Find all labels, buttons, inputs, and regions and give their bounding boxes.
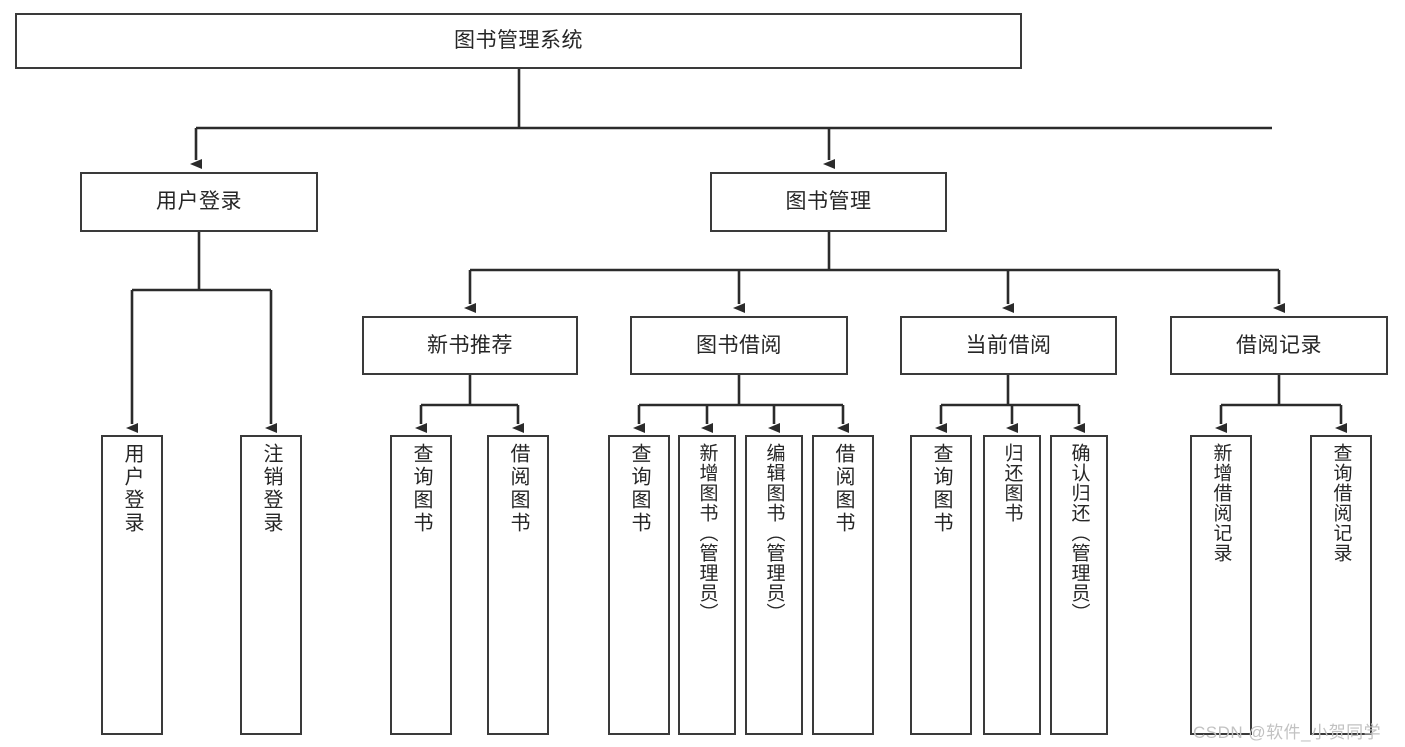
leaf-query-book-borrow[interactable]: 查询图书	[608, 435, 670, 735]
leaf-query-book-rec[interactable]: 查询图书	[390, 435, 452, 735]
leaf-add-borrow-record[interactable]: 新增借阅记录	[1190, 435, 1252, 735]
leaf-query-borrow-record[interactable]: 查询借阅记录	[1310, 435, 1372, 735]
node-book-management[interactable]: 图书管理	[710, 172, 947, 232]
leaf-borrow-book-label: 借阅图书	[832, 443, 854, 535]
node-user-login-label: 用户登录	[156, 190, 242, 214]
leaf-add-borrow-record-label: 新增借阅记录	[1210, 443, 1232, 563]
leaf-return-book-label: 归还图书	[1001, 443, 1023, 523]
leaf-return-book[interactable]: 归还图书	[983, 435, 1041, 735]
leaf-borrow-book[interactable]: 借阅图书	[812, 435, 874, 735]
node-book-borrow-label: 图书借阅	[696, 333, 782, 357]
leaf-logout[interactable]: 注销登录	[240, 435, 302, 735]
leaf-query-book-current[interactable]: 查询图书	[910, 435, 972, 735]
leaf-query-book-current-label: 查询图书	[930, 443, 952, 535]
node-root-label: 图书管理系统	[454, 29, 583, 53]
node-user-login[interactable]: 用户登录	[80, 172, 318, 232]
leaf-confirm-return-admin-label: 确认归还（管理员）	[1068, 443, 1090, 623]
leaf-add-book-admin-label: 新增图书（管理员）	[696, 443, 718, 623]
node-new-book-recommend[interactable]: 新书推荐	[362, 316, 578, 375]
node-new-book-recommend-label: 新书推荐	[427, 333, 513, 357]
node-current-borrow-label: 当前借阅	[965, 333, 1052, 357]
leaf-borrow-book-rec[interactable]: 借阅图书	[487, 435, 549, 735]
csdn-watermark: CSDN @软件_小贺同学	[1193, 723, 1382, 742]
leaf-edit-book-admin-label: 编辑图书（管理员）	[763, 443, 785, 623]
leaf-confirm-return-admin[interactable]: 确认归还（管理员）	[1050, 435, 1108, 735]
leaf-query-book-borrow-label: 查询图书	[628, 443, 650, 535]
leaf-query-book-rec-label: 查询图书	[410, 443, 432, 535]
leaf-logout-label: 注销登录	[260, 443, 282, 535]
leaf-user-login[interactable]: 用户登录	[101, 435, 163, 735]
leaf-edit-book-admin[interactable]: 编辑图书（管理员）	[745, 435, 803, 735]
node-borrow-record-label: 借阅记录	[1236, 333, 1322, 357]
leaf-borrow-book-rec-label: 借阅图书	[507, 443, 529, 535]
leaf-add-book-admin[interactable]: 新增图书（管理员）	[678, 435, 736, 735]
node-current-borrow[interactable]: 当前借阅	[900, 316, 1117, 375]
node-book-borrow[interactable]: 图书借阅	[630, 316, 848, 375]
leaf-user-login-label: 用户登录	[121, 443, 143, 535]
node-borrow-record[interactable]: 借阅记录	[1170, 316, 1388, 375]
node-book-management-label: 图书管理	[785, 190, 872, 214]
node-root[interactable]: 图书管理系统	[15, 13, 1022, 69]
leaf-query-borrow-record-label: 查询借阅记录	[1330, 443, 1352, 563]
